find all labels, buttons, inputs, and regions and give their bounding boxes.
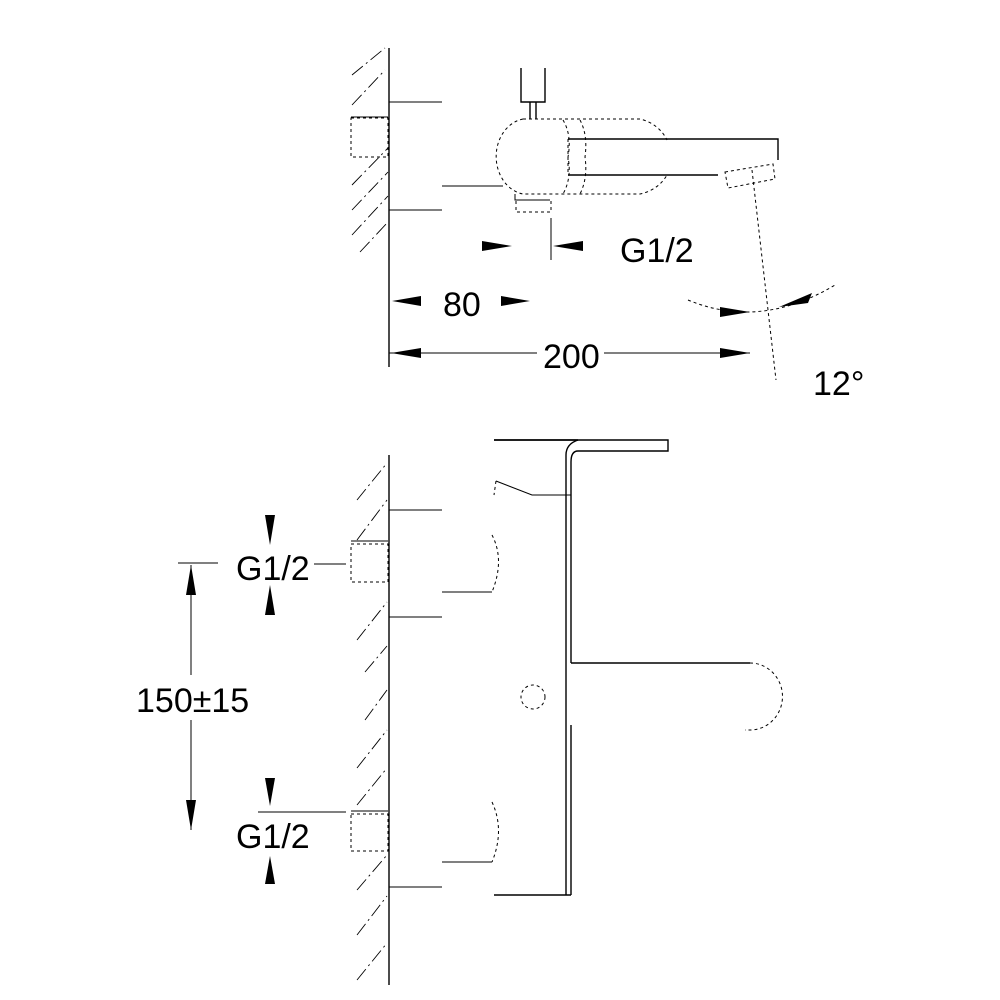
aerator [724,163,776,189]
dim-projection: 80 [443,286,481,324]
wall-hatch [351,47,390,367]
dimension-g12-top: G1/2 [236,515,346,615]
body-front [494,455,572,896]
lever-front [493,439,669,496]
dim-total: 200 [543,338,600,376]
mounting-plate [389,509,499,888]
lever-handle [520,68,546,119]
wall-hatch [356,455,390,985]
wall-fitting-bottom [350,813,389,852]
diverter-knob [520,684,546,710]
wall-fitting [350,117,389,158]
dimension-200: 200 [389,338,750,376]
connection-bottom-label: G1/2 [236,818,310,856]
water-flow-line [751,169,777,381]
dim-center-distance: 150±15 [136,682,249,720]
side-view: G1/2 80 200 12° [350,47,864,403]
mounting-plate [389,101,503,211]
dimension-g12: G1/2 [482,218,694,270]
dimension-g12-bottom: G1/2 [236,778,346,884]
connection-top-label: G1/2 [236,550,310,588]
outlet-nut [514,194,552,213]
spout-angle: 12° [813,365,864,403]
connection-label: G1/2 [620,232,694,270]
wall-fitting-top [350,543,389,583]
dimension-80: 80 [392,286,530,324]
dimension-150: 150±15 [136,562,249,830]
front-view: G1/2 G1/2 150±15 [136,439,783,985]
angle-arc [687,284,836,313]
spout [567,138,779,176]
mixer-body [495,118,668,195]
